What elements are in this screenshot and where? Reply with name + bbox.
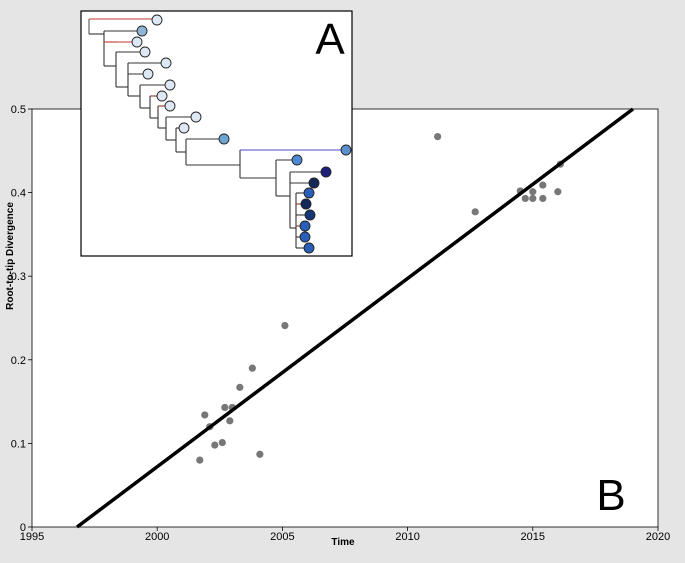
regression-line	[76, 107, 635, 529]
data-point	[201, 411, 209, 419]
y-tick-label: 0.2	[11, 355, 26, 367]
tree-tip-node	[164, 79, 176, 91]
tree-tip-node	[142, 68, 154, 80]
panel-label-b: B	[596, 471, 625, 520]
data-point	[211, 441, 219, 449]
tree-tip-node	[299, 220, 311, 232]
data-point	[218, 438, 226, 447]
panel-label-a: A	[315, 15, 345, 64]
tree-tip-node	[160, 57, 172, 69]
data-point	[256, 450, 264, 458]
axis-ticks: 1995 2000 2005 2010 2015 2020 0 0.1 0.2 0.3 0.4 0.5	[11, 104, 671, 543]
tree-tip-node	[303, 187, 315, 199]
data-point	[434, 132, 442, 141]
tree-tip-node	[164, 100, 176, 112]
y-tick-label: 0.3	[11, 271, 26, 283]
tree-tip-node	[320, 166, 332, 178]
data-point	[221, 403, 229, 412]
tree-tip-node	[139, 46, 151, 58]
data-point	[281, 321, 289, 330]
data-point	[471, 208, 479, 216]
tree-tips	[131, 14, 352, 254]
inset-phylogenetic-tree: A	[80, 10, 353, 257]
data-point	[248, 364, 256, 372]
data-point	[521, 194, 529, 203]
x-tick-label: 2005	[270, 531, 294, 543]
x-tick-label: 2015	[521, 531, 545, 543]
x-tick-label: 2010	[395, 531, 419, 543]
tree-branches	[88, 18, 346, 249]
data-point	[196, 456, 204, 464]
y-tick-label: 0.4	[11, 188, 26, 200]
y-axis-title: Root-to-tip Divergence	[5, 202, 16, 310]
data-point	[236, 383, 244, 391]
tree-tip-node	[303, 242, 315, 254]
data-point	[539, 181, 547, 189]
tree-tip-node	[300, 198, 312, 210]
x-axis-title: Time	[331, 537, 355, 548]
data-point	[539, 194, 547, 203]
y-tick-label: 0	[20, 522, 26, 534]
x-tick-label: 1995	[20, 531, 44, 543]
tree-tip-node	[178, 122, 190, 134]
y-tick-label: 0.5	[11, 104, 26, 116]
tree-tip-node	[190, 111, 202, 123]
tree-tip-node	[136, 25, 148, 37]
tree-tip-node	[291, 154, 303, 166]
tree-tip-node	[131, 36, 143, 48]
x-tick-label: 2020	[646, 531, 670, 543]
data-point	[554, 188, 562, 196]
tree-tip-node	[299, 231, 311, 243]
tree-tip-node	[218, 133, 230, 145]
x-tick-label: 2000	[145, 531, 169, 543]
tree-tip-node	[151, 14, 163, 26]
tree-tip-node	[156, 90, 168, 102]
y-tick-label: 0.1	[11, 438, 26, 450]
data-point	[529, 194, 537, 203]
data-point	[529, 188, 537, 196]
tree-tip-node	[308, 177, 320, 189]
data-point	[226, 417, 234, 425]
tree-tip-node	[340, 144, 352, 156]
tree-tip-node	[304, 209, 316, 221]
